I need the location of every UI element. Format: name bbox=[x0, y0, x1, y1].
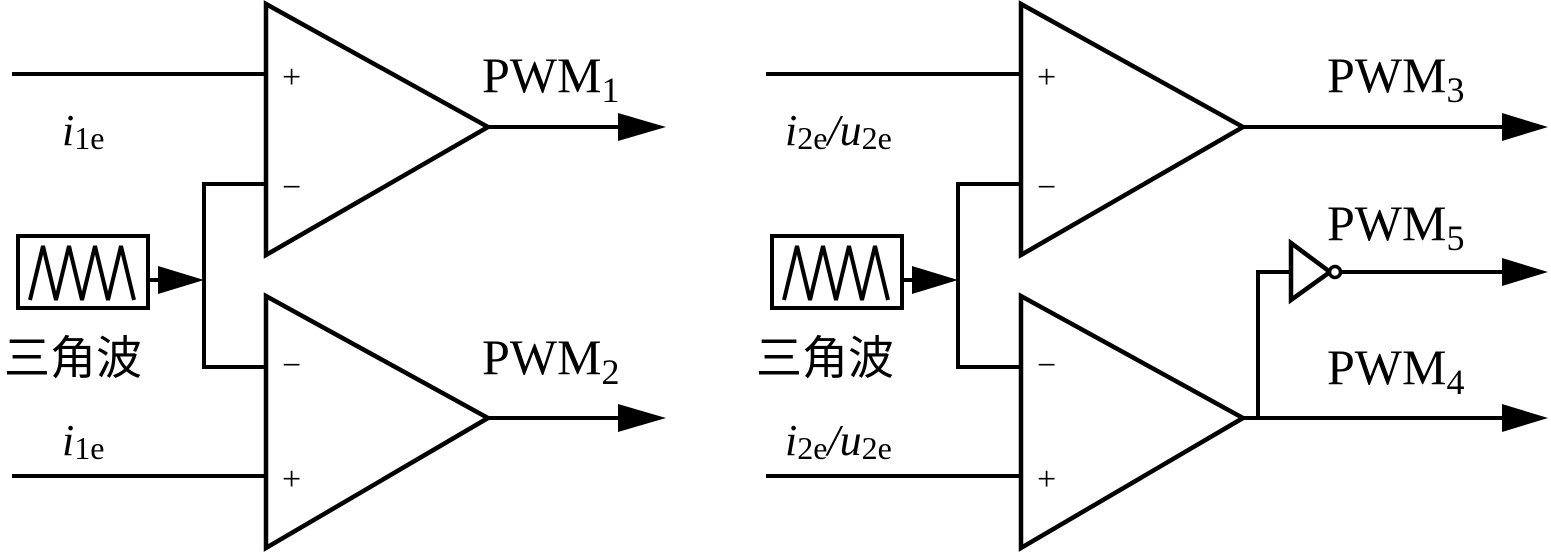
left-circuit: + − − + i1e i1e 三角波 PWM1 PWM2 bbox=[4, 0, 666, 552]
slash: / bbox=[824, 106, 843, 155]
right-bottom-minus: − bbox=[1037, 347, 1056, 384]
left-carrier-bus bbox=[202, 182, 268, 369]
v2: u bbox=[840, 106, 862, 155]
right-pwm4-label: PWM4 bbox=[1327, 339, 1464, 402]
right-top-plus: + bbox=[1037, 59, 1056, 96]
sub: 1 bbox=[601, 70, 619, 110]
right-top-minus: − bbox=[1037, 169, 1056, 206]
sub: 5 bbox=[1446, 218, 1464, 258]
s1: 2e bbox=[797, 430, 827, 466]
left-bottom-minus: − bbox=[282, 347, 301, 384]
right-top-input-label: i2e/u2e bbox=[785, 106, 892, 156]
var: i bbox=[62, 106, 74, 155]
left-bottom-input-label: i1e bbox=[62, 416, 104, 466]
left-carrier-arrow bbox=[158, 266, 204, 294]
left-top-output-arrow bbox=[618, 113, 666, 141]
left-top-plus: + bbox=[282, 59, 301, 96]
sub: 1e bbox=[74, 120, 104, 156]
left-top-comparator bbox=[263, 0, 493, 259]
right-carrier-label: 三角波 bbox=[756, 331, 894, 385]
right-bottom-comparator bbox=[1018, 292, 1248, 552]
left-triangle-wave-icon bbox=[28, 245, 136, 301]
right-top-comparator bbox=[1018, 0, 1248, 259]
base: PWM bbox=[482, 329, 601, 385]
right-carrier-bus bbox=[956, 182, 1023, 369]
right-bottom-output-arrow bbox=[1502, 404, 1548, 432]
v1: i bbox=[785, 416, 797, 465]
base: PWM bbox=[1327, 339, 1446, 395]
right-inverter-bubble bbox=[1327, 264, 1343, 280]
right-circuit: + − − + i2e/u2e i2e/u2e 三角波 PWM3 PWM5 PW… bbox=[756, 0, 1548, 552]
right-carrier-arrow bbox=[912, 266, 958, 294]
left-top-input-label: i1e bbox=[62, 106, 104, 156]
slash: / bbox=[824, 416, 843, 465]
sub: 3 bbox=[1446, 70, 1464, 110]
left-bottom-output-arrow bbox=[618, 404, 666, 432]
right-top-output-arrow bbox=[1502, 113, 1548, 141]
var: i bbox=[62, 416, 74, 465]
left-top-minus: − bbox=[282, 169, 301, 206]
right-bottom-input-label: i2e/u2e bbox=[785, 416, 892, 466]
s2: 2e bbox=[862, 430, 892, 466]
base: PWM bbox=[1327, 47, 1446, 103]
left-carrier-label: 三角波 bbox=[4, 331, 142, 385]
left-bottom-plus: + bbox=[282, 461, 301, 498]
right-inverter-input-wire bbox=[1256, 270, 1293, 420]
v2: u bbox=[840, 416, 862, 465]
sub: 2 bbox=[601, 352, 619, 392]
v1: i bbox=[785, 106, 797, 155]
left-pwm1-label: PWM1 bbox=[482, 47, 619, 110]
sub: 1e bbox=[74, 430, 104, 466]
sub: 4 bbox=[1446, 362, 1464, 402]
left-bottom-comparator bbox=[263, 292, 493, 552]
s1: 2e bbox=[797, 120, 827, 156]
right-bottom-plus: + bbox=[1037, 461, 1056, 498]
base: PWM bbox=[482, 47, 601, 103]
right-inverter bbox=[1288, 238, 1334, 305]
left-pwm2-label: PWM2 bbox=[482, 329, 619, 392]
s2: 2e bbox=[862, 120, 892, 156]
base: PWM bbox=[1327, 195, 1446, 251]
right-inverter-output-arrow bbox=[1502, 258, 1548, 286]
right-triangle-wave-icon bbox=[782, 245, 890, 301]
right-pwm3-label: PWM3 bbox=[1327, 47, 1464, 110]
right-pwm5-label: PWM5 bbox=[1327, 195, 1464, 258]
